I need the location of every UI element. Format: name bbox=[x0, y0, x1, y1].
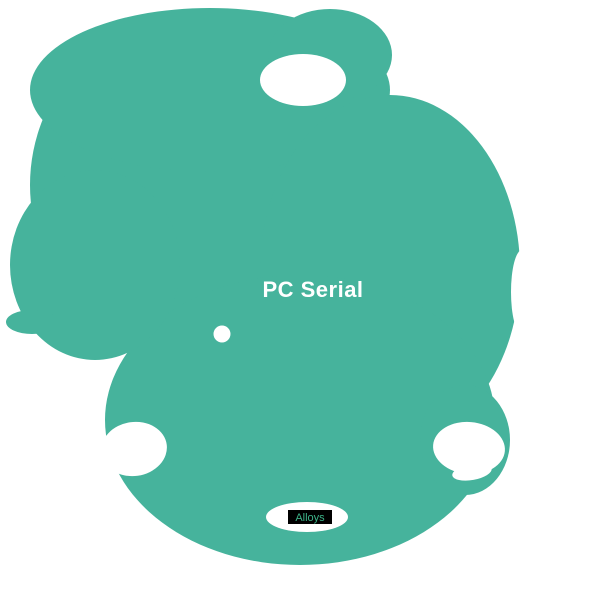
map-marker-dot[interactable] bbox=[213, 325, 231, 343]
area-label-pill[interactable]: Alloys bbox=[266, 502, 348, 532]
cutout-bottomright-smile bbox=[452, 463, 492, 481]
cutout-right-sliver bbox=[511, 250, 533, 334]
map-cutouts bbox=[101, 54, 533, 481]
cutout-bottomleft-lake bbox=[101, 421, 167, 477]
cutout-bottomright-lake bbox=[433, 421, 505, 475]
area-label-bg bbox=[288, 510, 332, 524]
region-lobe-bottom bbox=[105, 275, 495, 565]
region-point-left bbox=[6, 310, 58, 334]
region-lobe-left bbox=[10, 170, 180, 360]
primary-place-label: PC Serial bbox=[262, 277, 363, 302]
area-label: Alloys bbox=[295, 512, 325, 524]
cutout-top-notch bbox=[260, 54, 346, 106]
